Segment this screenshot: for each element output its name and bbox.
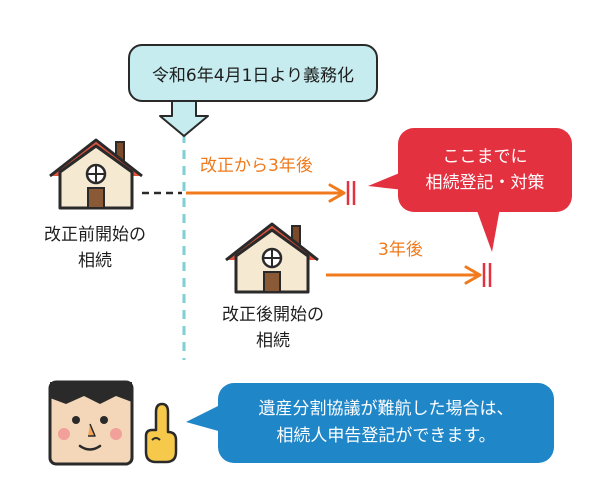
note-bubble: 遺産分割協議が難航した場合は、 相続人申告登記ができます。 bbox=[218, 383, 554, 463]
deadline-bubble-tail-down bbox=[476, 208, 500, 252]
note-line1: 遺産分割協議が難航した場合は、 bbox=[258, 398, 514, 419]
arrow-2 bbox=[326, 263, 492, 287]
arrow-1 bbox=[186, 181, 356, 205]
note-bubble-tail bbox=[186, 404, 222, 432]
deadline-bubble: ここまでに 相続登記・対策 bbox=[398, 128, 572, 212]
down-arrow-icon bbox=[159, 100, 209, 137]
pointing-finger-icon bbox=[144, 402, 178, 464]
house2-label-line1: 改正後開始の bbox=[222, 305, 324, 325]
house1-label: 改正前開始の 相続 bbox=[30, 222, 160, 275]
note-line2: 相続人申告登記ができます。 bbox=[276, 426, 496, 446]
callout-text: 令和6年4月1日より義務化 bbox=[151, 65, 355, 86]
person-icon bbox=[48, 380, 134, 466]
deadline-line2: 相続登記・対策 bbox=[425, 173, 545, 193]
house2-label-line2: 相続 bbox=[256, 331, 290, 352]
house1-label-line1: 改正前開始の bbox=[44, 225, 146, 245]
arrow2-label: 3年後 bbox=[378, 240, 423, 260]
deadline-line1: ここまでに bbox=[442, 146, 528, 167]
deadline-bubble-tail-left bbox=[368, 172, 404, 190]
house1-label-line2: 相続 bbox=[78, 251, 112, 272]
arrow1-label: 改正から3年後 bbox=[200, 156, 313, 176]
mandatory-date-callout: 令和6年4月1日より義務化 bbox=[128, 44, 378, 102]
house-icon bbox=[49, 138, 143, 210]
house-icon bbox=[225, 222, 319, 294]
house2-label: 改正後開始の 相続 bbox=[208, 302, 338, 355]
